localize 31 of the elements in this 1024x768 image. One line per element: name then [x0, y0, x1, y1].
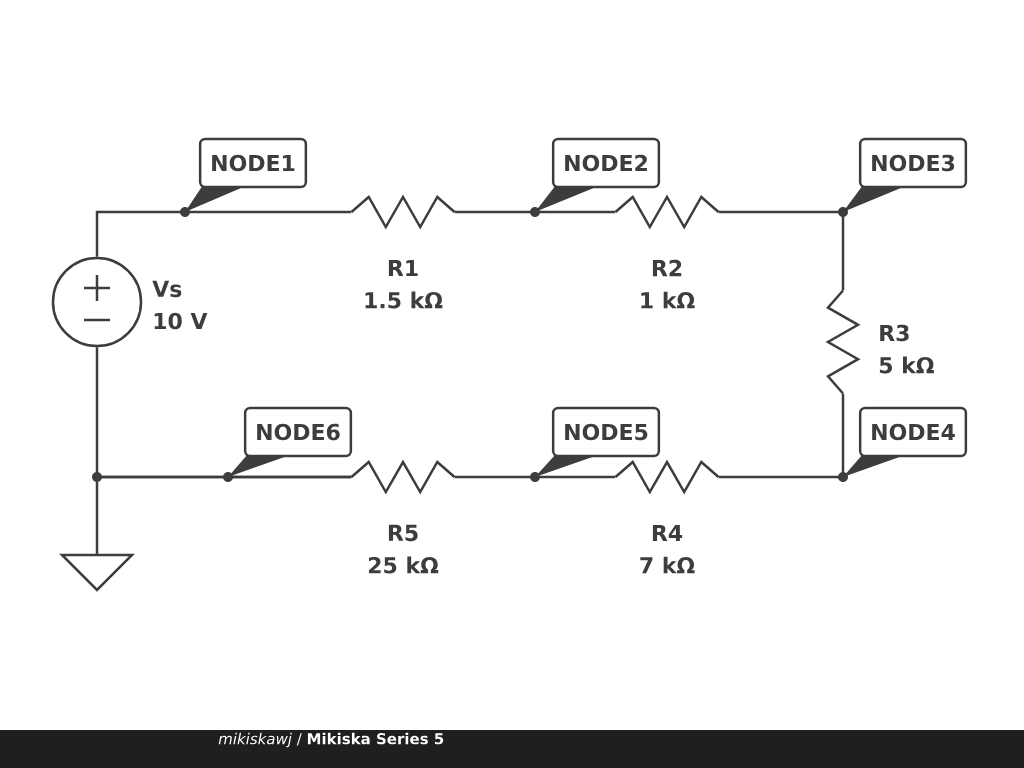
component-label: R4 — [652, 525, 683, 542]
component-label: 10 V — [154, 312, 208, 330]
resistor — [614, 194, 720, 230]
component-label: 1.5 kΩ — [365, 291, 443, 309]
component-label: 1 kΩ — [641, 291, 695, 309]
resistor — [825, 289, 861, 395]
wire — [95, 475, 352, 555]
resistor — [350, 194, 456, 230]
wire — [718, 393, 845, 479]
component-label: R5 — [388, 524, 418, 542]
wire — [454, 210, 616, 214]
component-label: Vs — [152, 280, 182, 298]
component-label: 7 kΩ — [640, 556, 695, 574]
component-label: R1 — [388, 260, 418, 276]
node-flag: NODE6 — [228, 406, 353, 477]
resistor — [614, 459, 720, 495]
component-label: 5 kΩ — [879, 356, 934, 374]
node-flag: NODE3 — [843, 137, 968, 212]
wire — [718, 210, 845, 291]
node-flag: NODE4 — [843, 406, 968, 477]
wire — [95, 210, 352, 257]
component-label: 25 kΩ — [368, 556, 439, 574]
wire — [454, 475, 616, 479]
component-label: R3 — [880, 324, 909, 342]
component-label: R2 — [652, 259, 682, 277]
node-flag: NODE5 — [535, 406, 661, 477]
voltage-source — [51, 256, 143, 348]
resistor — [350, 459, 456, 495]
node-flag: NODE2 — [535, 137, 661, 212]
footer-text: mikiskawj / Mikiska Series 5 — [218, 732, 444, 748]
node-flag: NODE1 — [185, 137, 308, 212]
